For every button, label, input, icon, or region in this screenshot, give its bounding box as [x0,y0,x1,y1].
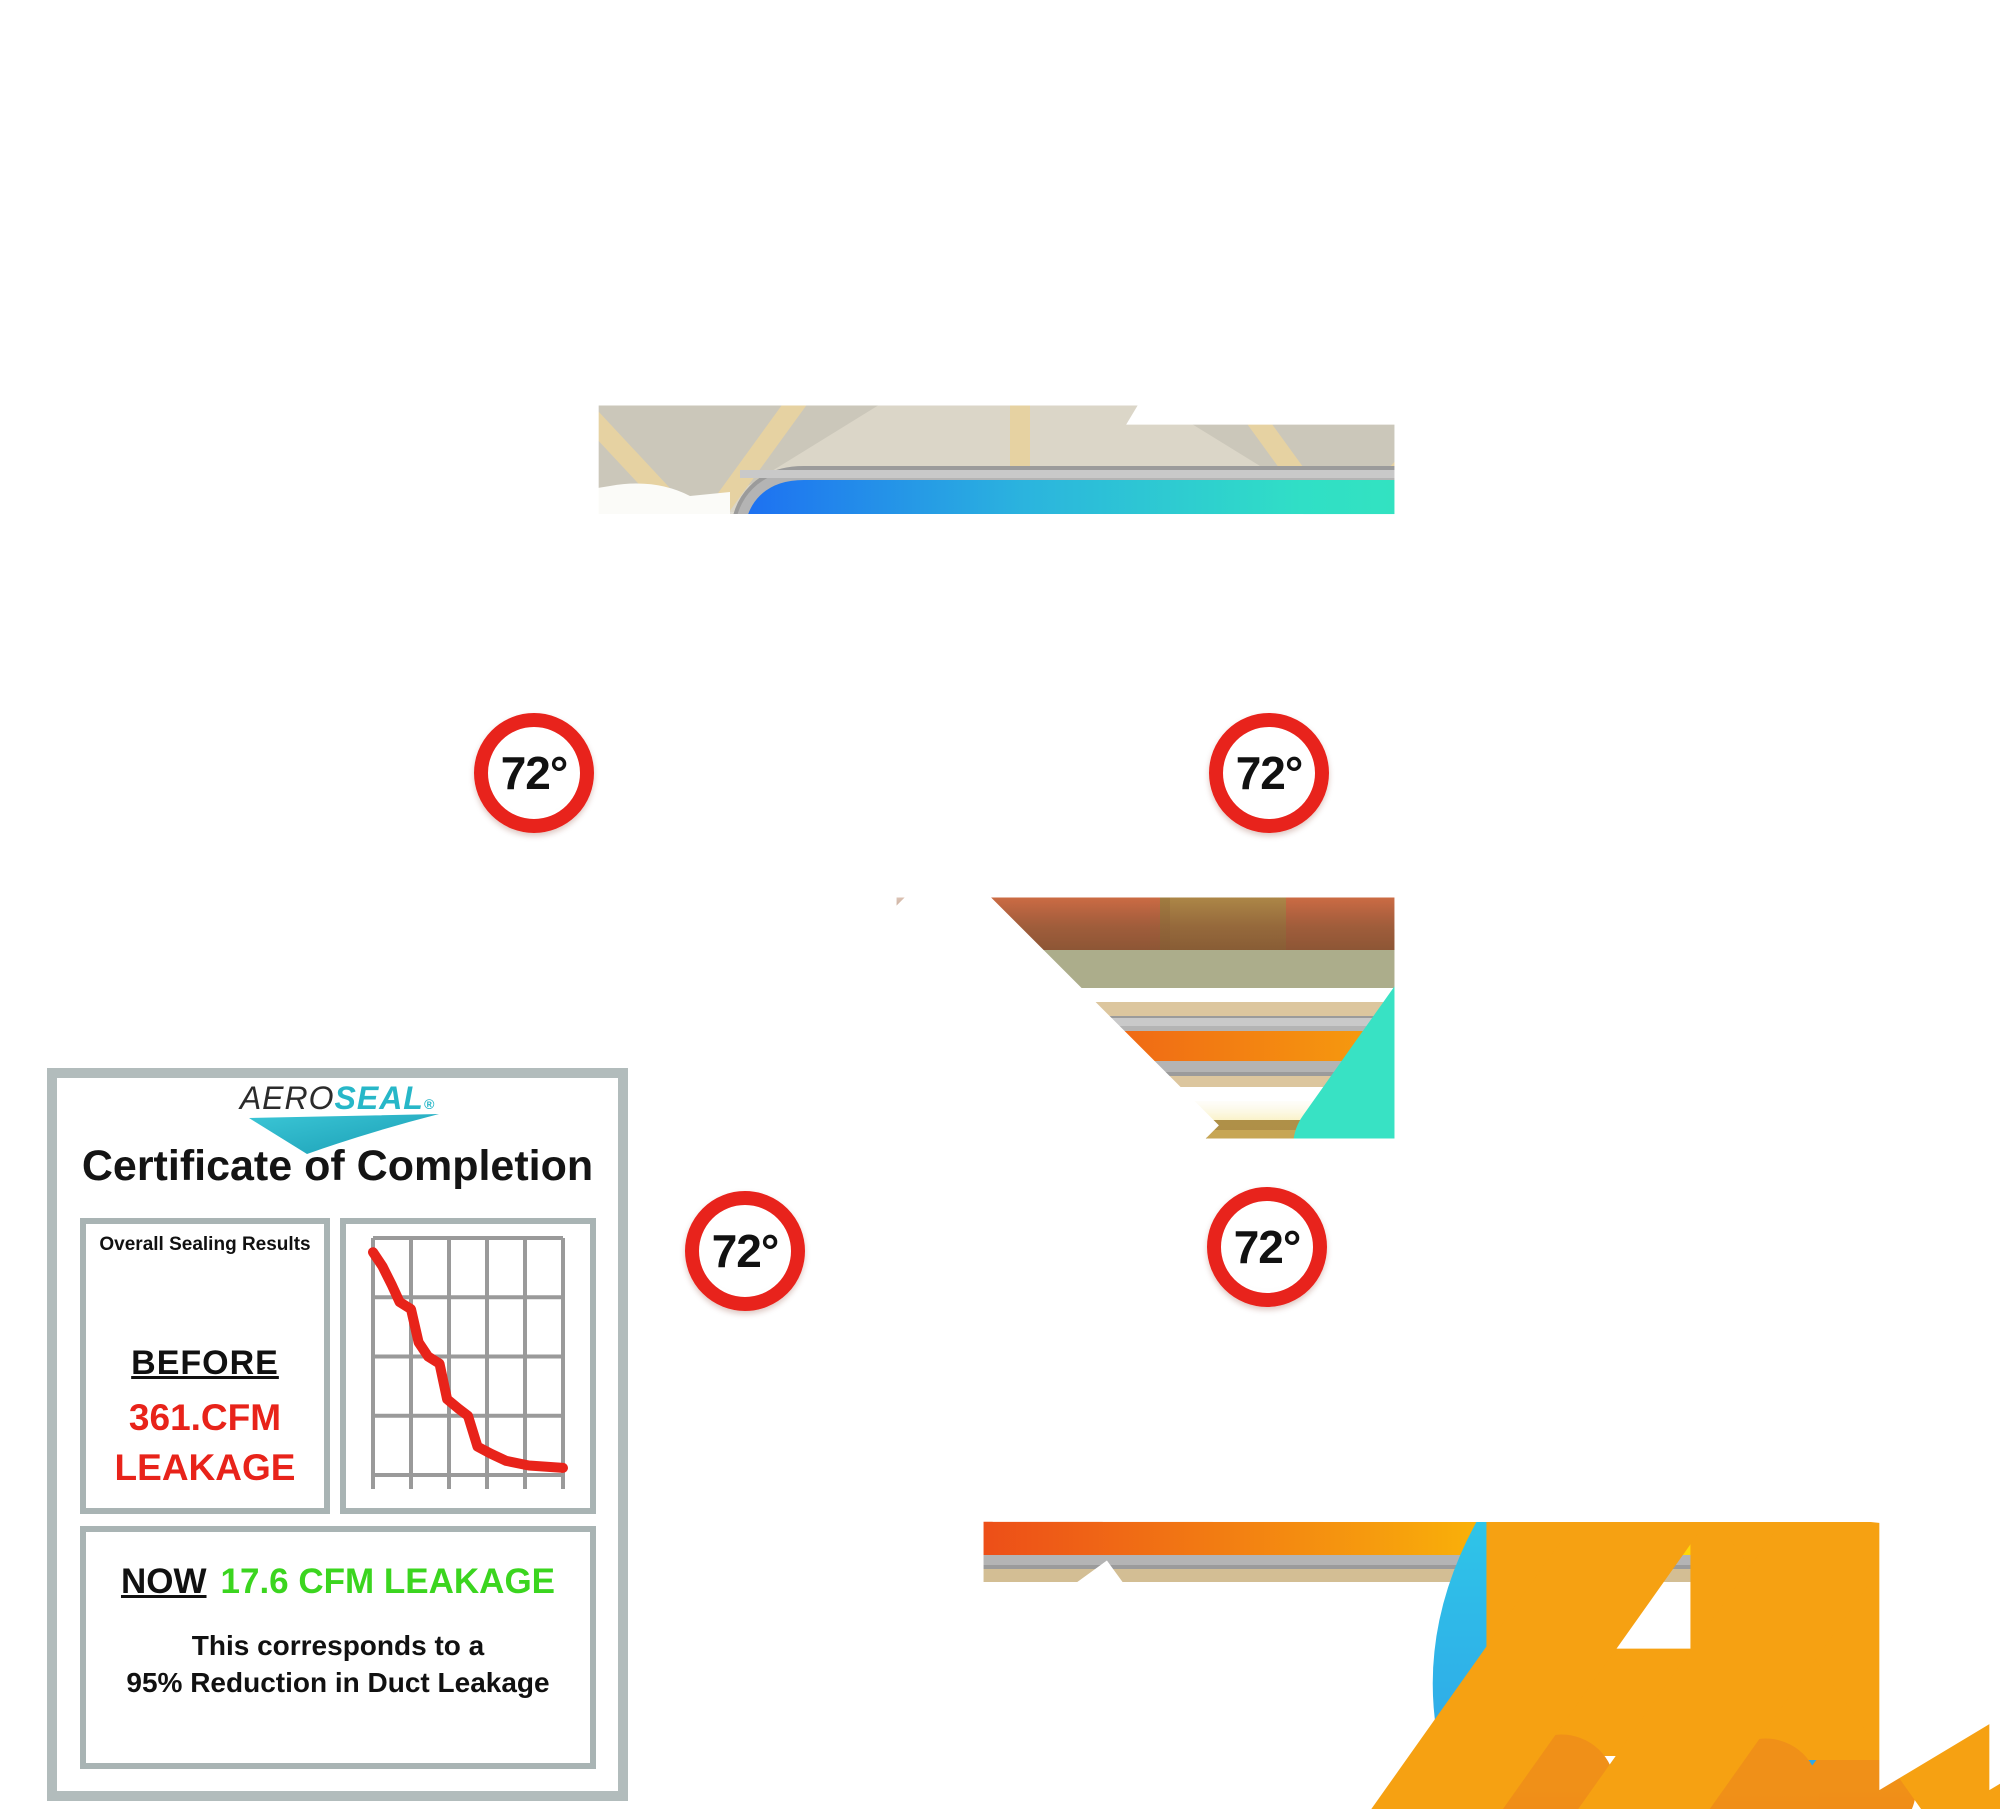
logo-word-aero: AERO [239,1080,335,1116]
before-leakage-unit: LEAKAGE [114,1446,296,1488]
temperature-badge: 72° [1207,1187,1327,1307]
sealing-chart-box [340,1218,596,1514]
temperature-badge: 72° [685,1191,805,1311]
temperature-value: 72° [711,1225,780,1277]
now-leakage-value: 17.6 CFM LEAKAGE [220,1562,556,1601]
registered-mark: ® [423,1096,436,1112]
temperature-value: 72° [1233,1221,1302,1273]
sealing-results-box: Overall Sealing Results BEFORE 361.CFM L… [80,1218,330,1514]
now-label: NOW [120,1562,207,1601]
temperature-badge: 72° [474,713,594,833]
certificate-of-completion-card: AEROSEAL® Certificate of Completion Over… [47,1068,628,1801]
temperature-badge: 72° [1209,713,1329,833]
reduction-text-line2: 95% Reduction in Duct Leakage [126,1666,550,1698]
leakage-trend-line [368,1247,568,1473]
logo-word-seal: SEAL [334,1080,424,1116]
reduction-text-line1: This corresponds to a [191,1630,485,1661]
leakage-reduction-chart [368,1236,568,1489]
temperature-value: 72° [1235,747,1304,799]
certificate-title: Certificate of Completion [81,1142,594,1190]
before-label: BEFORE [131,1344,279,1382]
results-heading: Overall Sealing Results [99,1234,311,1255]
before-leakage-value: 361.CFM [128,1397,282,1438]
logo-swoosh-icon [249,1114,439,1154]
aeroseal-logo: AEROSEAL® [57,1080,618,1117]
now-results-box: NOW 17.6 CFM LEAKAGE This corresponds to … [80,1526,596,1769]
temperature-value: 72° [500,747,569,799]
